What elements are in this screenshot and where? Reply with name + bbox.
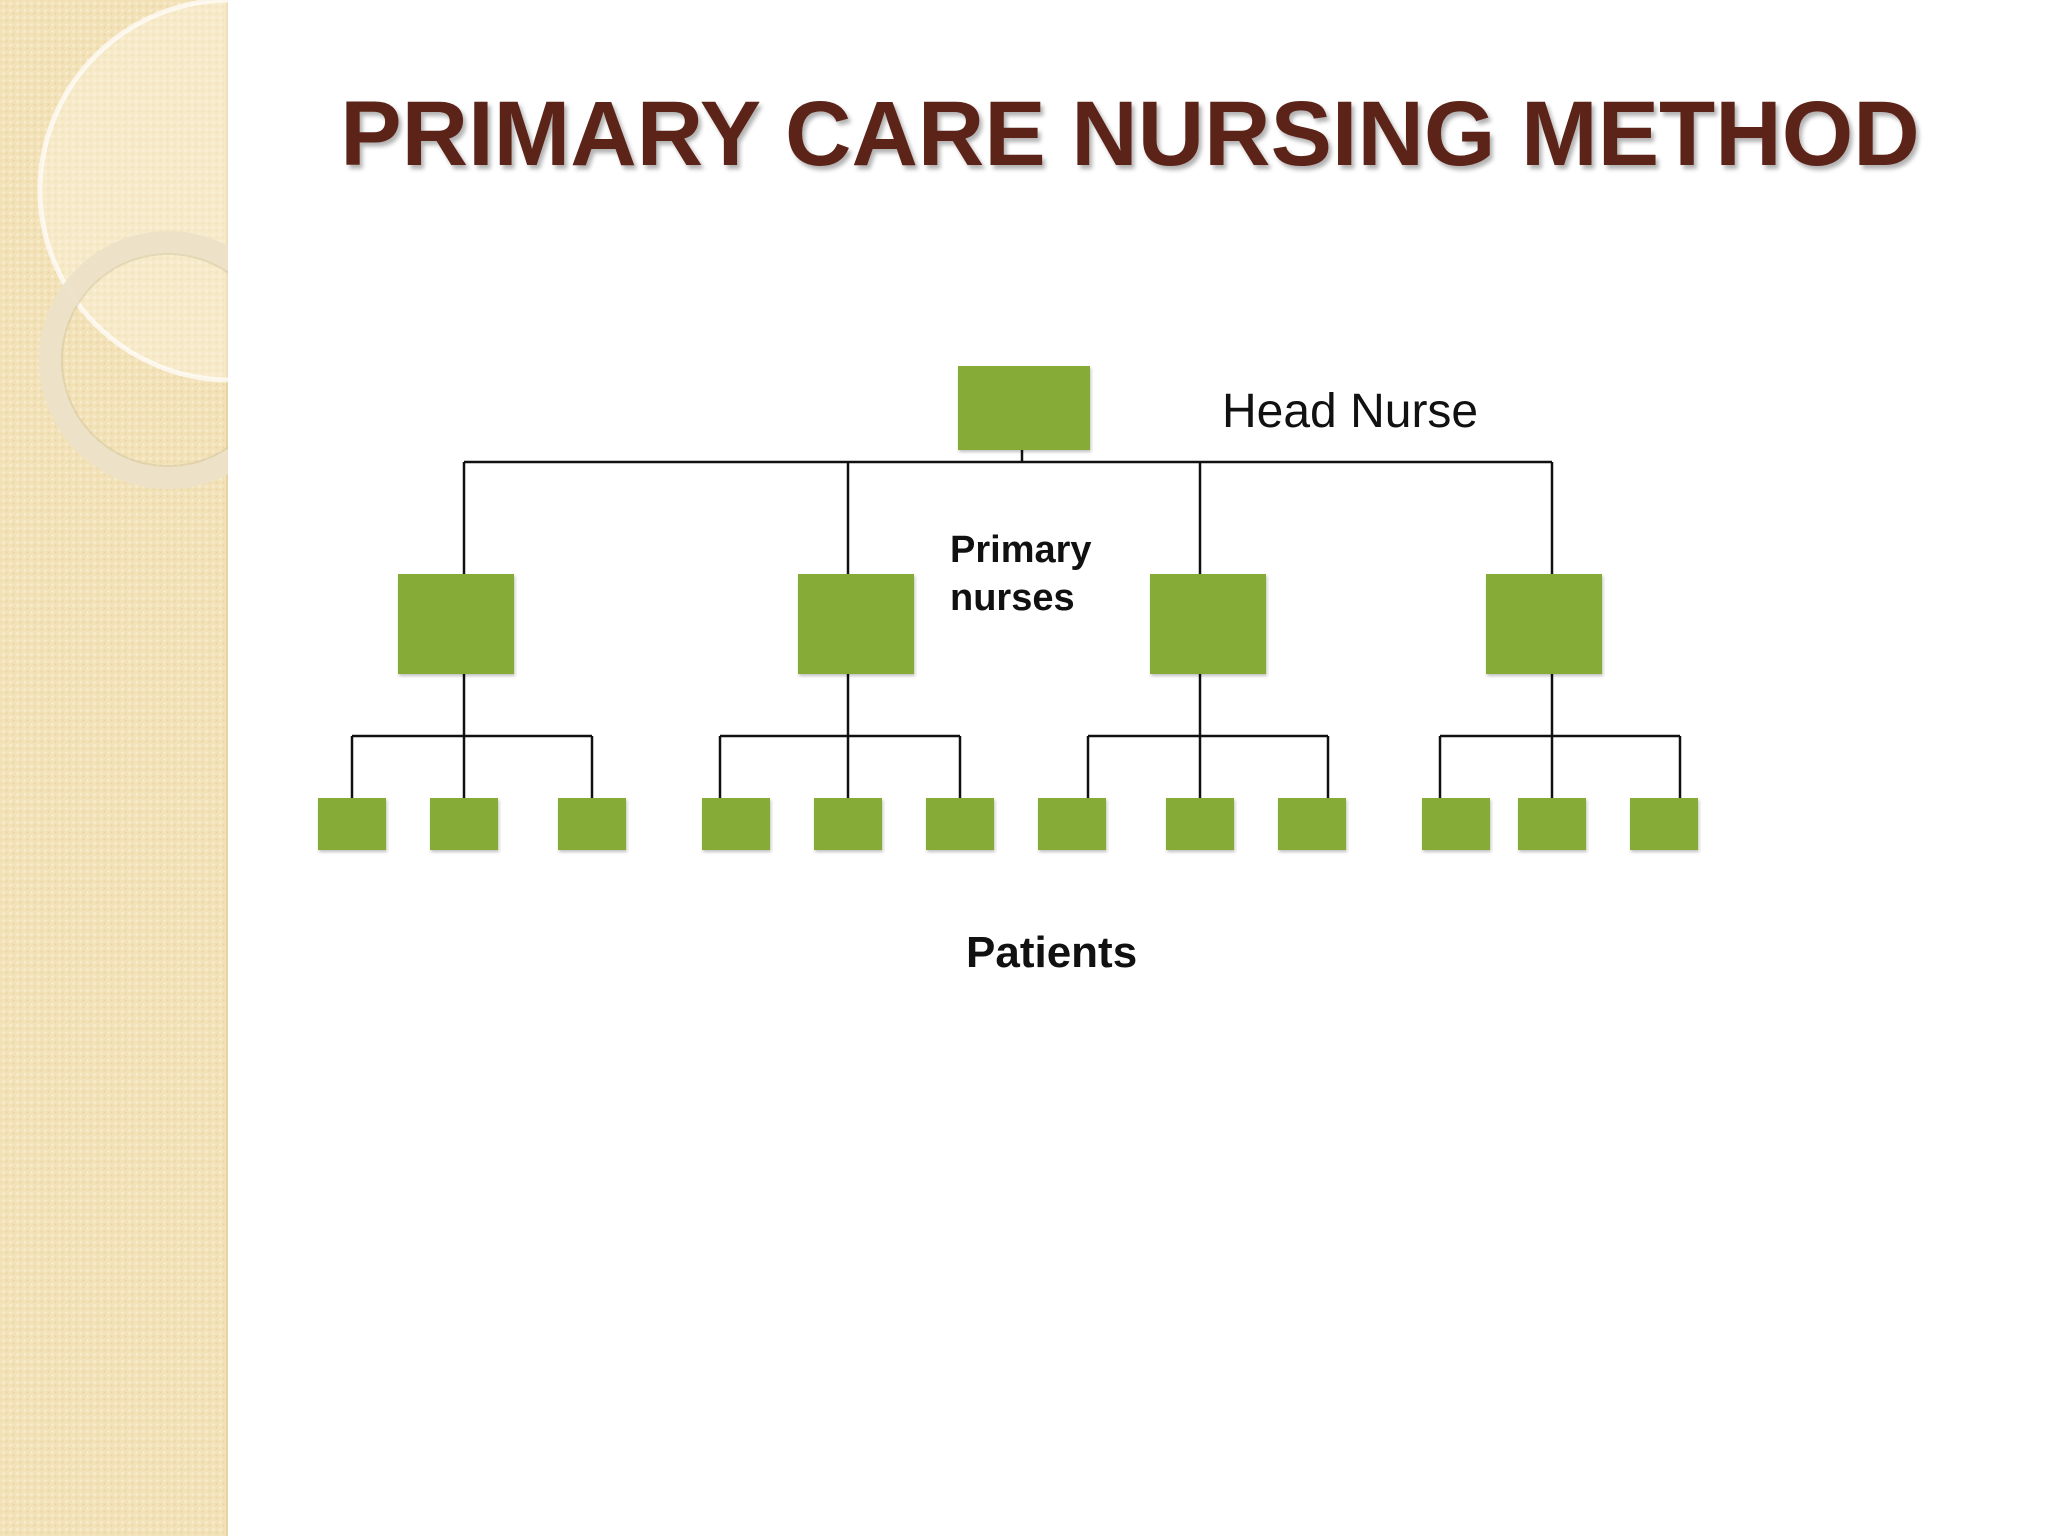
patient-node (1166, 798, 1234, 850)
patient-node (430, 798, 498, 850)
primary-nurse-node (1150, 574, 1266, 674)
primary-nurses-label: Primary nurses (950, 526, 1092, 622)
primary-nurses-label-line1: Primary (950, 529, 1092, 571)
deco-ring-inner-edge (61, 253, 228, 467)
deco-ring (39, 231, 228, 489)
patient-node (814, 798, 882, 850)
patient-node (1038, 798, 1106, 850)
head-nurse-node (958, 366, 1090, 450)
patients-label: Patients (966, 928, 1138, 977)
slide-title: PRIMARY CARE NURSING METHOD (340, 83, 1920, 185)
patient-node (558, 798, 626, 850)
patient-node (1422, 798, 1490, 850)
patient-node (1630, 798, 1698, 850)
patient-node (702, 798, 770, 850)
patient-node (1518, 798, 1586, 850)
patient-node (1278, 798, 1346, 850)
head-nurse-label: Head Nurse (1222, 385, 1479, 438)
primary-nurses-label-line2: nurses (950, 577, 1075, 619)
decorative-circles (37, 0, 228, 489)
primary-nurse-node (398, 574, 514, 674)
patient-node (318, 798, 386, 850)
primary-nurse-node (1486, 574, 1602, 674)
primary-nurse-node (798, 574, 914, 674)
patient-node (926, 798, 994, 850)
